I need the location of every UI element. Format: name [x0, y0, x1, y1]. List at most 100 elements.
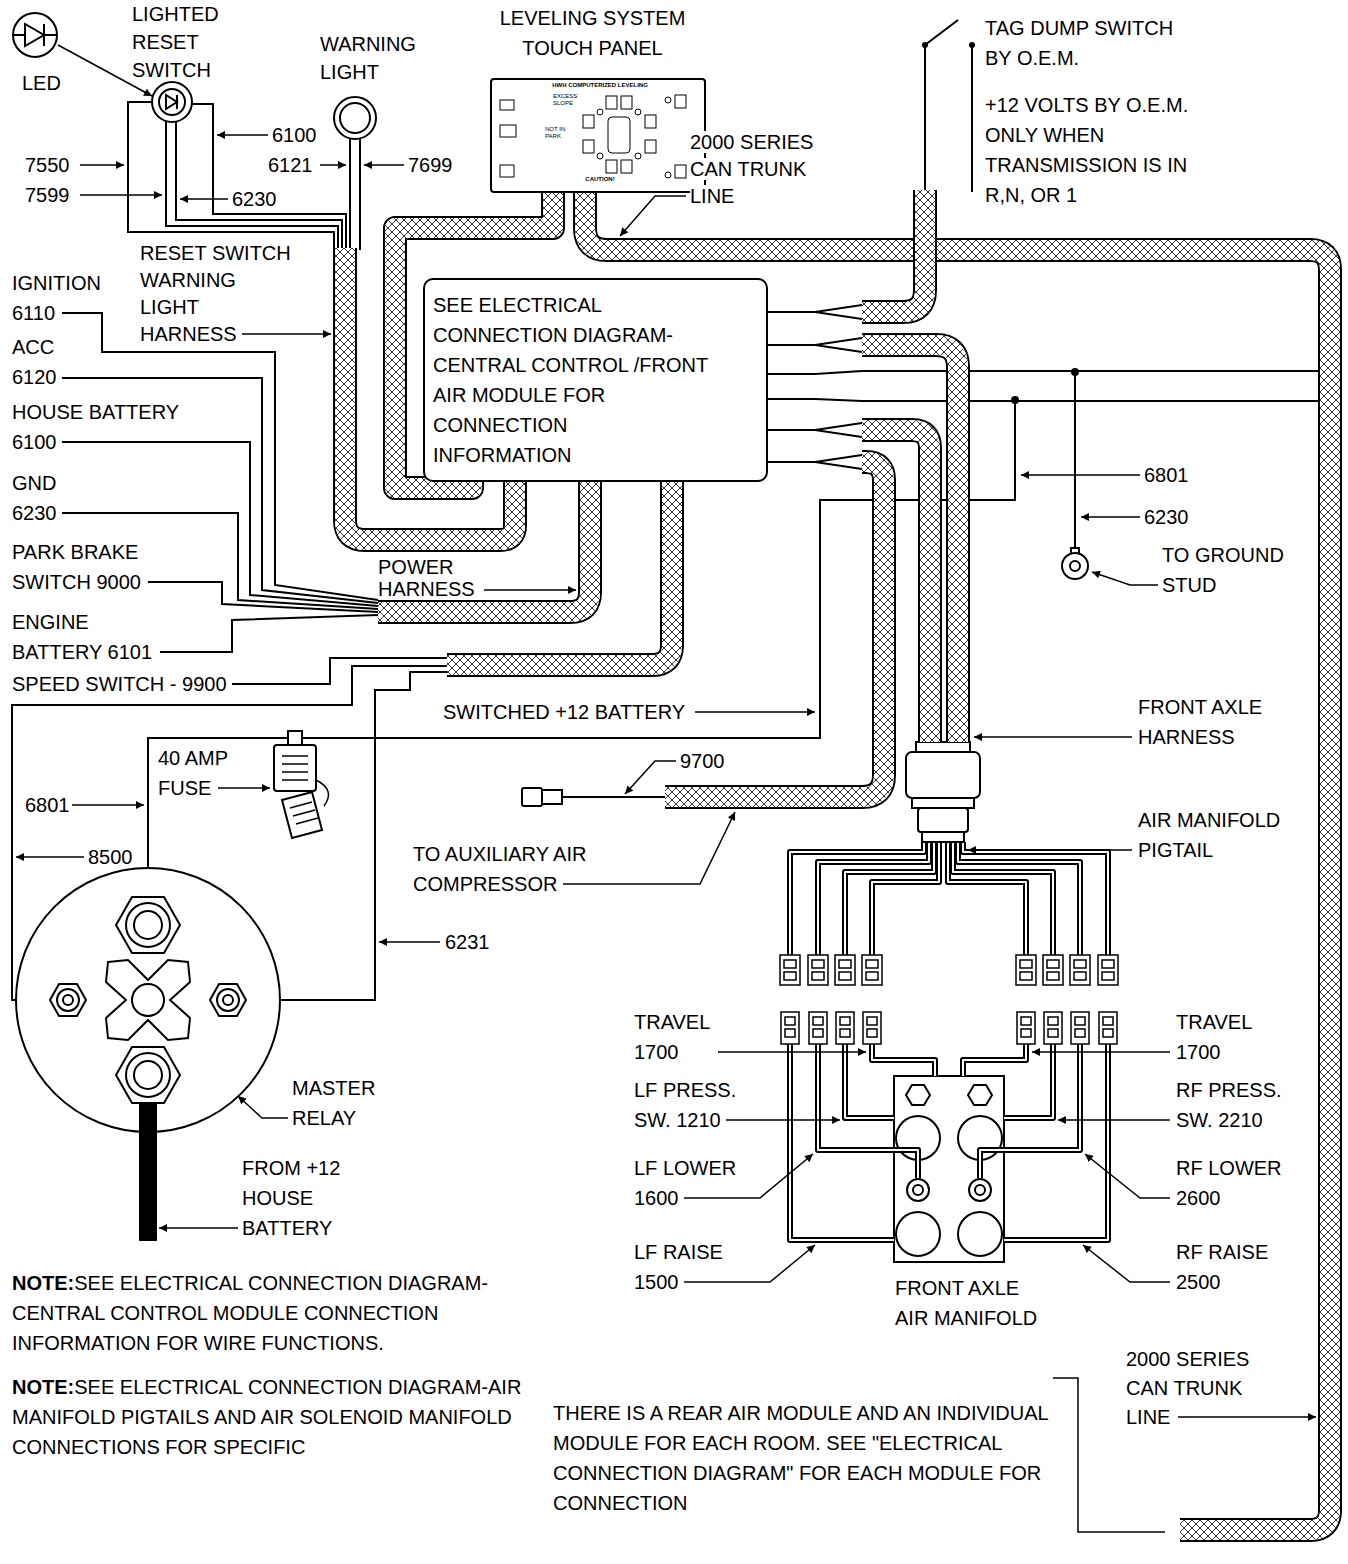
- leader-arrows: [180, 198, 228, 200]
- label-text: RF LOWER 2600: [1176, 1157, 1282, 1209]
- label-text: LED: [22, 72, 61, 94]
- label: LED: [22, 68, 82, 98]
- label: LF LOWER 1600: [634, 1153, 742, 1213]
- panel-buttons: [621, 96, 632, 109]
- wires: [768, 423, 862, 437]
- label: AIR MANIFOLD PIGTAIL: [1138, 805, 1313, 865]
- leader-arrows: [379, 941, 440, 943]
- label: SWITCHED +12 BATTERY: [443, 697, 743, 727]
- air-manifold: [906, 1085, 930, 1105]
- air-manifold: [907, 1179, 929, 1201]
- master-relay: [126, 903, 170, 947]
- fuse: [274, 731, 329, 838]
- harness-fill: [862, 190, 925, 312]
- leader-arrows: [1058, 1119, 1170, 1121]
- label-text: LF RAISE 1500: [634, 1241, 723, 1293]
- panel-buttons: [500, 100, 514, 110]
- panel-buttons: [665, 172, 671, 178]
- harness-outline: [665, 462, 884, 797]
- node-text: SEE ELECTRICAL CONNECTION DIAGRAM-CENTRA…: [433, 290, 709, 470]
- wires: [971, 45, 973, 192]
- label: 6230: [1144, 502, 1204, 532]
- harness-connector: [912, 798, 974, 808]
- label: FROM +12 HOUSE BATTERY: [242, 1153, 357, 1243]
- connector-shell: [1103, 1017, 1113, 1025]
- ground-lug: [1062, 548, 1088, 579]
- label-text: HOUSE BATTERY 6100: [12, 401, 179, 453]
- reset-switch: [152, 82, 192, 122]
- label-text: SEE ELECTRICAL CONNECTION DIAGRAM-CENTRA…: [12, 1272, 488, 1354]
- label-text: FROM +12 HOUSE BATTERY: [242, 1157, 340, 1239]
- label: TRAVEL 1700: [634, 1007, 729, 1067]
- label: RF LOWER 2600: [1176, 1153, 1291, 1213]
- wire-pair-gap: [845, 1044, 894, 1118]
- label: CAUTION!: [575, 176, 625, 183]
- panel-buttons: [675, 165, 686, 178]
- label: 40 AMP FUSE: [158, 743, 248, 803]
- leader-arrows: [1178, 1416, 1316, 1418]
- label-text: 7550: [25, 154, 70, 176]
- label: 6801: [25, 790, 85, 820]
- label-text: 6801: [25, 794, 70, 816]
- label: 7699: [408, 150, 468, 180]
- harness-hatch: [665, 462, 884, 797]
- leader-arrows: [238, 1096, 288, 1118]
- leader-arrows: [72, 804, 144, 806]
- fuse: [274, 745, 316, 791]
- label-text: ENGINE BATTERY 6101: [12, 611, 152, 663]
- label-text: 2000 SERIES CAN TRUNK LINE: [690, 131, 813, 207]
- warning-light: [334, 97, 376, 139]
- wire-pair: [790, 1044, 894, 1240]
- label: SPEED SWITCH - 9900: [12, 669, 312, 699]
- label: IGNITION 6110: [12, 268, 112, 328]
- connector-shell: [785, 1017, 795, 1025]
- harness-connector: [918, 808, 968, 832]
- wires: [128, 102, 334, 250]
- fuse: [282, 792, 322, 838]
- connector-shell: [809, 1012, 827, 1044]
- panel-buttons: [665, 97, 671, 103]
- master-relay: [210, 984, 246, 1016]
- label-text: POWER HARNESS: [378, 556, 475, 600]
- connector-shell: [812, 960, 824, 968]
- master-relay: [126, 1053, 170, 1097]
- fuse: [288, 731, 302, 745]
- leader-arrows: [320, 164, 346, 166]
- label: PARK BRAKE SWITCH 9000: [12, 537, 182, 597]
- wire-pair-gap: [845, 842, 934, 956]
- label: NOT IN PARK: [545, 126, 575, 140]
- leader-arrows: [1092, 572, 1158, 585]
- warning-light: [334, 97, 376, 139]
- label-text: WARNING LIGHT: [320, 33, 416, 83]
- panel-buttons: [635, 109, 641, 115]
- master-relay: [50, 984, 86, 1016]
- connector-shell: [1020, 972, 1032, 980]
- label-text: IGNITION 6110: [12, 272, 101, 324]
- wire-pair: [963, 1044, 1026, 1076]
- wire-pair: [845, 842, 934, 956]
- wire-pair: [958, 842, 1080, 956]
- wire-pair-gap: [818, 1044, 918, 1178]
- wires: [768, 338, 862, 352]
- label-text: 7599: [25, 184, 70, 206]
- note-bracket: [1053, 1378, 1165, 1532]
- label-text: NOT IN PARK: [545, 126, 565, 139]
- panel-buttons: [500, 125, 516, 137]
- leader-arrows: [16, 856, 84, 858]
- connector-shell: [1075, 1017, 1085, 1025]
- label-text: MASTER RELAY: [292, 1077, 375, 1129]
- label: 6230: [232, 184, 292, 214]
- leader-arrows: [364, 164, 404, 166]
- label: LF PRESS. SW. 1210: [634, 1075, 744, 1135]
- label: WARNING LIGHT: [320, 30, 430, 86]
- harness-fill: [665, 462, 884, 797]
- label: 6231: [445, 927, 505, 957]
- label-text: EXCESS SLOPE: [553, 93, 577, 106]
- label-text: SEE ELECTRICAL CONNECTION DIAGRAM-AIR MA…: [12, 1376, 521, 1458]
- master-relay: [106, 960, 190, 1040]
- junction-dots: [969, 42, 975, 48]
- label-text: 6230: [232, 188, 277, 210]
- label-text: +12 VOLTS BY O.E.M. ONLY WHEN TRANSMISSI…: [985, 94, 1188, 206]
- panel-buttons: [635, 153, 641, 159]
- label-text: NOTE:: [12, 1272, 74, 1294]
